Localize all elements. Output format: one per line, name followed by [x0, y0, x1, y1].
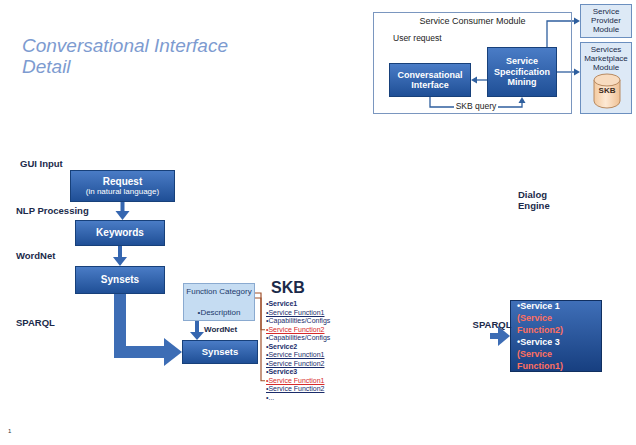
- process-box: Service Specification Mining: [487, 47, 557, 97]
- cylinder-top: [176, 163, 489, 205]
- node-text: SKB: [599, 86, 616, 95]
- arrow-head: [190, 332, 204, 340]
- node-text: •Service Function1: [266, 309, 324, 318]
- node-text: •Description: [198, 308, 241, 317]
- free-label: 1: [8, 428, 11, 435]
- node-text: Service Provider Module: [583, 7, 629, 35]
- service-list: •Service1•Service Function1•Capabilities…: [266, 300, 408, 404]
- database-cylinder: SKB: [593, 73, 621, 109]
- category-box: Function Category •Description: [183, 283, 255, 321]
- edge-label: SPARQL: [16, 318, 55, 328]
- database-cylinder: SKB Function Category •DescriptionSynsets •…: [175, 162, 490, 437]
- node-text: •Service 1: [517, 300, 560, 312]
- cylinder-top: [594, 74, 620, 86]
- connector: [190, 321, 204, 340]
- connector: [116, 202, 130, 220]
- node-text: •Service Function1: [266, 351, 324, 360]
- node-text: •Service Function2: [266, 385, 324, 394]
- node-text: •Service1: [266, 300, 297, 309]
- connector-line: [121, 202, 125, 211]
- arrow-head: [381, 76, 388, 83]
- node-text: Service Specification Mining: [491, 56, 553, 87]
- node-text: SKB: [271, 279, 305, 297]
- result-box: •Service 1(Service Function2)•Service 3(…: [510, 300, 602, 372]
- edge-label: WordNet: [204, 326, 237, 335]
- arrow-head: [519, 97, 526, 103]
- node-text: Service Consumer Module: [419, 16, 525, 26]
- arrow-head: [116, 211, 130, 220]
- module-frame: Service Consumer ModuleConversational In…: [373, 12, 572, 114]
- node-text: Function Category: [186, 287, 251, 296]
- node-text: •Capabilities/Configs: [266, 317, 330, 326]
- process-box: Request(in natural language): [70, 170, 175, 202]
- node-text: •Service2: [266, 343, 297, 352]
- node-text: Request: [103, 176, 142, 188]
- connector-line: [490, 333, 498, 339]
- cylinder-body: [176, 184, 489, 436]
- arrow-head: [113, 257, 127, 266]
- node-text: •Service Function2: [266, 360, 324, 369]
- node-text: Synsets: [202, 347, 238, 358]
- node-text: Services Marketplace Module: [583, 45, 629, 73]
- node-text: •Capabilities/Configs: [266, 334, 330, 343]
- module-box: Service Provider Module: [580, 4, 632, 38]
- free-label: User request: [393, 34, 442, 44]
- free-label: Dialog Engine: [518, 190, 572, 212]
- node-text: •Service3: [266, 368, 297, 377]
- connector-line: [120, 294, 164, 352]
- edge-label: WordNet: [16, 251, 55, 261]
- arrow-head: [471, 77, 477, 84]
- dashed-callout: [249, 66, 251, 108]
- node-text: (Service Function2): [517, 312, 595, 336]
- process-box: Synsets: [182, 340, 258, 364]
- node-text: •Service Function2: [266, 326, 324, 335]
- node-text: •Service Function1: [266, 377, 324, 386]
- edge-label: NLP Processing: [16, 206, 89, 216]
- process-box: Keywords: [75, 220, 165, 246]
- list-panel: [180, 276, 414, 406]
- free-label: Conversational Interface Detail: [22, 36, 247, 78]
- connector: [120, 294, 182, 366]
- dialog-arrow: [120, 136, 589, 300]
- connector-line: [477, 79, 487, 80]
- node-text: •Service 3: [517, 336, 560, 348]
- connector: [113, 246, 127, 266]
- detail-frame: [6, 118, 628, 440]
- node-text: •...: [266, 394, 274, 403]
- module-box: Services Marketplace ModuleSKB: [580, 42, 632, 114]
- arrow-head: [164, 338, 182, 366]
- dashed-callout: [86, 65, 373, 67]
- connector-line: [547, 21, 574, 47]
- free-label: GUI Input: [20, 159, 63, 170]
- user-icon: [82, 122, 118, 158]
- connector-line: [195, 321, 199, 332]
- node-text: Synsets: [101, 274, 139, 286]
- node-text: (Service Function1): [517, 348, 595, 372]
- node-text: (in natural language): [86, 187, 159, 196]
- edge-label: SPARQL: [473, 320, 512, 330]
- connector: [557, 69, 580, 76]
- node-text: Conversational Interface: [393, 70, 467, 91]
- connector: [471, 77, 487, 84]
- process-box: Synsets: [75, 266, 165, 294]
- edge-label: SKB query: [454, 102, 499, 111]
- connector: [547, 18, 580, 48]
- connector-line: [118, 246, 122, 257]
- node-text: Keywords: [96, 227, 144, 239]
- process-box: Conversational Interface: [389, 63, 471, 97]
- arrow-head: [245, 107, 255, 116]
